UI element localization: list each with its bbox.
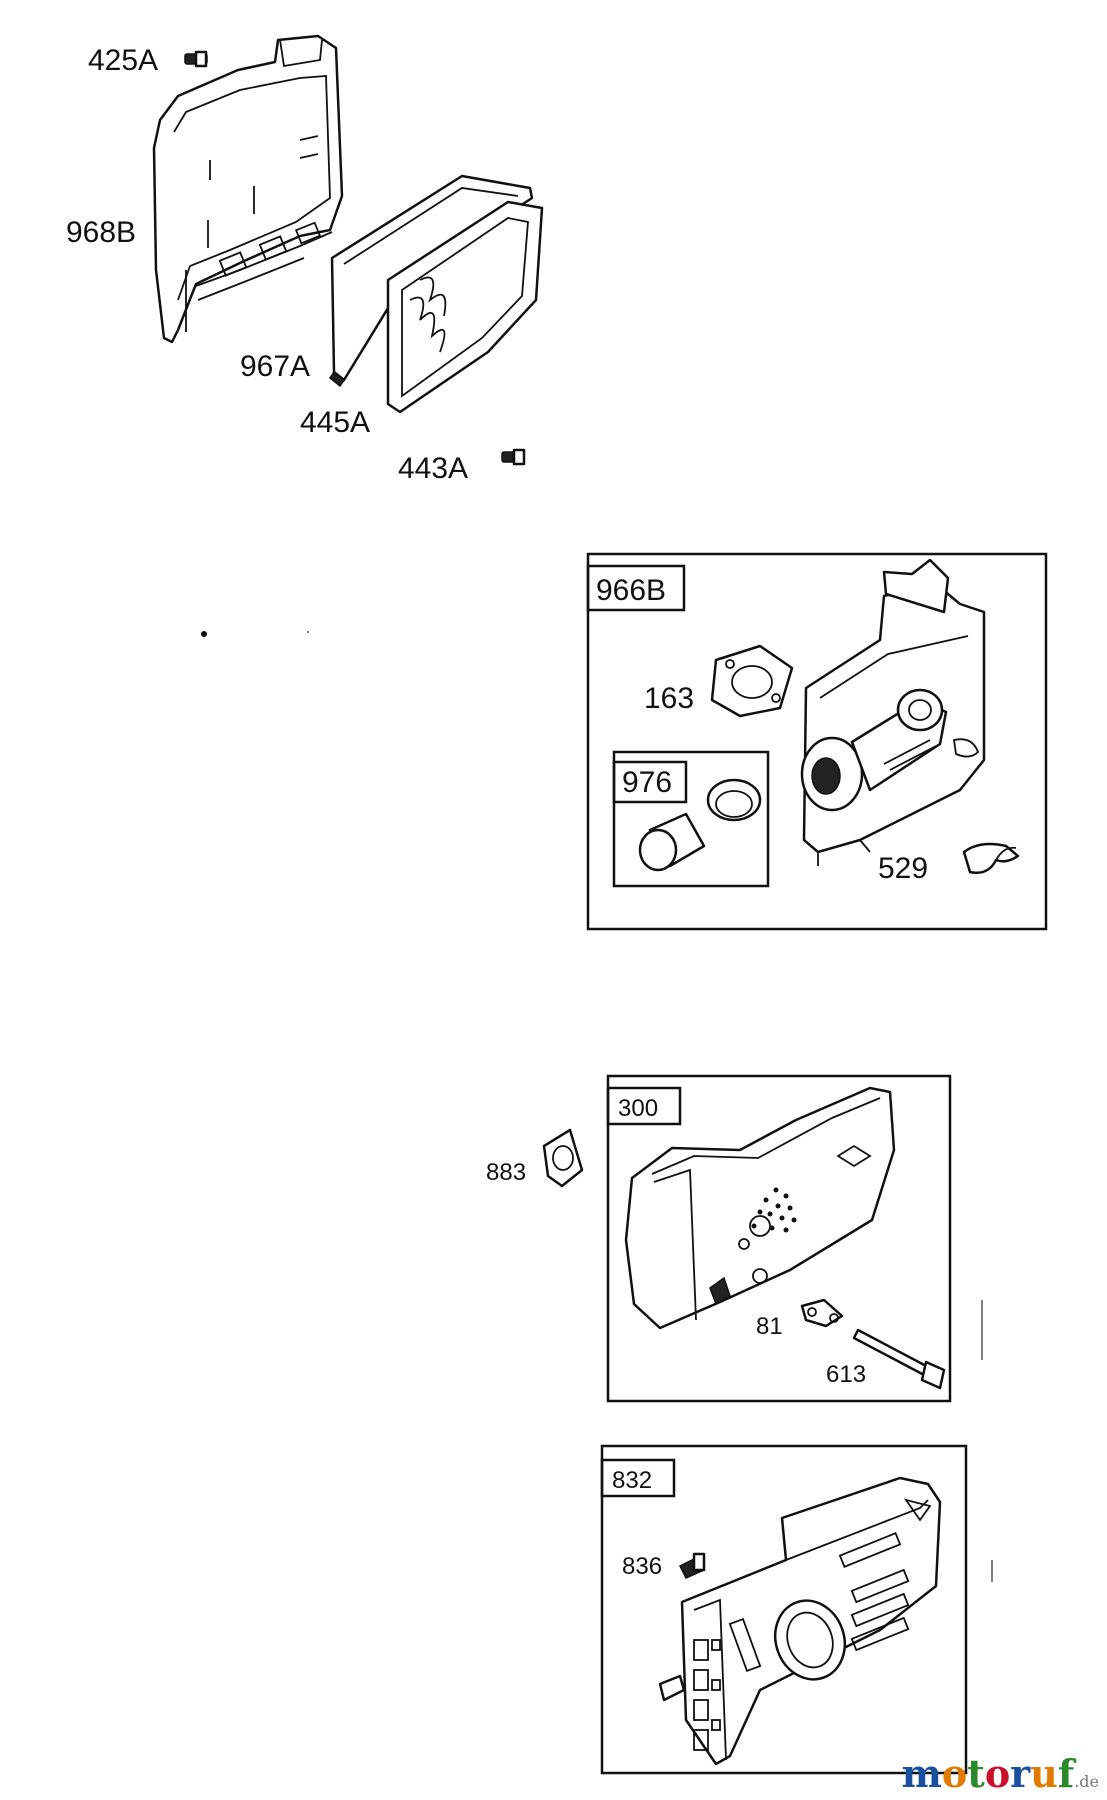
label-832: 832 <box>612 1467 652 1494</box>
exhaust-gasket-883 <box>542 1128 584 1188</box>
callout-836: 836 <box>622 1553 662 1580</box>
kit-966B: 966B 163 976 <box>586 552 1048 931</box>
muffler-guard-832 <box>658 1476 942 1766</box>
wm-letter: u <box>1030 1751 1058 1796</box>
guard-slots <box>693 1532 910 1751</box>
gasket-163 <box>710 644 794 718</box>
wm-letter: r <box>1010 1751 1031 1796</box>
muffler-frame <box>606 1074 952 1403</box>
callout-443A: 443A <box>398 452 468 485</box>
bolt-613 <box>852 1328 946 1390</box>
kit-966B-tag <box>586 564 686 612</box>
stray-speck <box>307 631 309 633</box>
callout-81: 81 <box>756 1313 783 1340</box>
wm-letter: o <box>984 1751 1011 1796</box>
pre-cleaner-445A <box>386 200 544 414</box>
muffler-guard-section: 832 836 <box>600 1444 993 1775</box>
washer-81 <box>800 1298 844 1328</box>
kit-966B-frame <box>586 552 1048 931</box>
kit-976-frame <box>612 750 770 888</box>
guard-tag <box>600 1458 676 1498</box>
wm-letter: t <box>967 1751 985 1796</box>
muffler-vent-holes <box>751 1187 797 1233</box>
ring-gasket <box>706 778 762 822</box>
air-cleaner-base-968B <box>152 34 344 344</box>
screw-425A <box>184 50 208 68</box>
callout-613: 613 <box>826 1361 866 1388</box>
muffler-section: 883 300 8 <box>486 1074 983 1403</box>
callout-445A: 445A <box>300 406 370 439</box>
muffler-300 <box>624 1086 896 1330</box>
wm-letter: o <box>941 1751 968 1796</box>
callout-425A: 425A <box>88 44 158 77</box>
callout-529: 529 <box>878 852 928 885</box>
fuel-line-529 <box>962 842 1020 874</box>
kit-976-tag <box>612 760 688 804</box>
wm-letter: m <box>901 1751 942 1796</box>
watermark-logo: motoruf.de <box>902 1751 1099 1796</box>
label-976: 976 <box>622 766 672 799</box>
screw-836 <box>678 1552 706 1579</box>
callout-967A: 967A <box>240 350 310 383</box>
screw-443A <box>501 448 526 466</box>
muffler-tag <box>606 1086 682 1126</box>
label-300: 300 <box>618 1095 658 1122</box>
ring-gasket-inner <box>715 790 753 818</box>
wm-letter: f <box>1057 1751 1075 1796</box>
guard-frame <box>600 1444 968 1775</box>
label-966B: 966B <box>596 574 666 607</box>
callout-163: 163 <box>644 682 694 715</box>
callout-883: 883 <box>486 1159 526 1186</box>
callout-968B: 968B <box>66 216 136 249</box>
carburetor-body <box>800 558 986 866</box>
float-end <box>638 828 678 872</box>
wm-suffix: .de <box>1074 1772 1099 1791</box>
air-cleaner-group: 425A 968B 967A <box>66 34 544 485</box>
stray-dot <box>201 631 207 637</box>
kit-976: 976 <box>612 750 770 888</box>
